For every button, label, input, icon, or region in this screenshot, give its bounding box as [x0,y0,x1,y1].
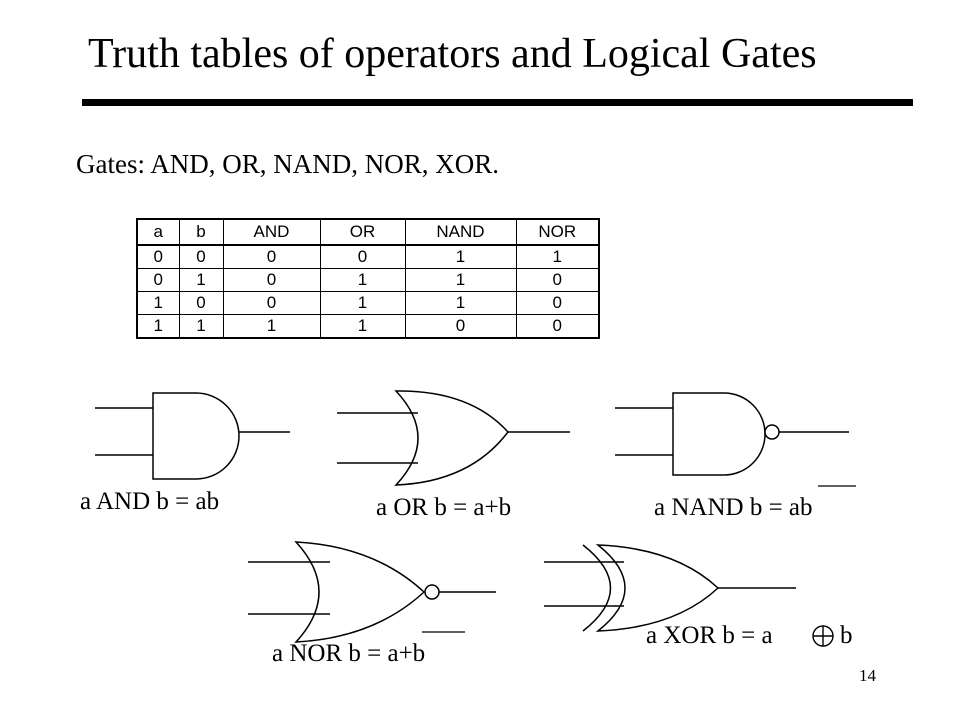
table-cell: 0 [404,314,517,339]
table-cell: 0 [178,291,224,315]
table-cell: 1 [515,244,600,269]
header-or: OR [319,218,406,246]
table-cell: 1 [136,314,180,339]
table-cell: 0 [222,244,321,269]
table-cell: 1 [404,291,517,315]
nor-gate-symbol [248,541,496,643]
table-row: 1 0 0 1 1 0 [136,291,600,315]
table-row: 1 1 1 1 0 0 [136,314,600,339]
table-cell: 0 [222,291,321,315]
nand-gate-symbol [615,392,849,476]
table-cell: 1 [178,314,224,339]
nor-label-expression: a+b [387,640,426,667]
and-gate-symbol [95,392,290,480]
nand-label-prefix: a NAND b = [654,494,789,521]
table-cell: 0 [136,268,180,292]
table-cell: 1 [319,314,406,339]
table-cell: 0 [136,244,180,269]
header-nand: NAND [404,218,517,246]
xor-gate-label-prefix: a XOR b = a [646,622,773,649]
nand-label-expression: ab [788,494,813,521]
title-rule [82,99,913,106]
slide-title: Truth tables of operators and Logical Ga… [88,31,817,77]
or-gate-label: a OR b = a+b [376,494,512,521]
nor-gate-label: a NOR b = a+b [272,639,425,669]
header-a: a [136,218,180,246]
truth-table: a b AND OR NAND NOR 0 0 0 0 1 1 0 1 0 1 … [136,218,600,339]
gates-list-text: Gates: AND, OR, NAND, NOR, XOR. [76,149,499,179]
table-cell: 1 [319,291,406,315]
xor-gate-symbol [544,544,796,632]
table-cell: 1 [222,314,321,339]
xor-circled-plus-symbol [812,625,834,647]
table-cell: 1 [404,268,517,292]
nor-label-prefix: a NOR b = [272,640,388,667]
table-cell: 0 [515,268,600,292]
header-nor: NOR [515,218,600,246]
table-row: 0 0 0 0 1 1 [136,244,600,269]
page-number: 14 [859,666,876,685]
xor-gate-label-suffix: b [840,622,853,649]
table-cell: 1 [136,291,180,315]
table-cell: 0 [515,314,600,339]
table-cell: 0 [515,291,600,315]
and-gate-label: a AND b = ab [80,488,220,515]
nand-gate-label: a NAND b = ab [654,493,813,523]
truth-table-header-row: a b AND OR NAND NOR [136,218,600,246]
or-gate-symbol [337,390,570,486]
table-cell: 0 [319,244,406,269]
